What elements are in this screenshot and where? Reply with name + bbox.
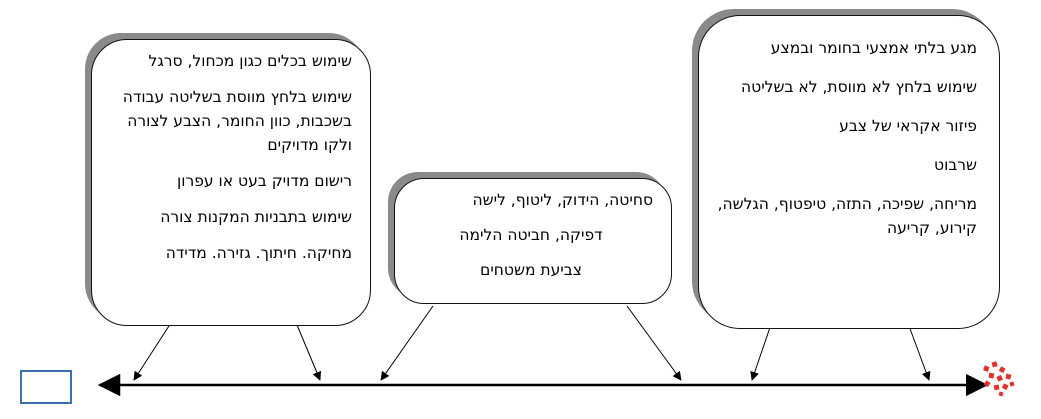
red-squares-logo-icon (983, 361, 1015, 397)
card-mid-item-2: דפיקה, חביטה הלימה (459, 226, 603, 244)
card-left-item-4: שימוש בתבניות המקנות צורה (160, 208, 352, 226)
blue-frame-box (20, 370, 72, 404)
card-right-item-4: שרבוט (934, 156, 977, 174)
card-right-item-5: מריחה, שפיכה, התזה, טיפטוף, הגלשה, קירוע… (717, 195, 977, 237)
card-precise-control: שימוש בכלים כגון מכחול, סרגל שימוש בלחץ … (91, 39, 371, 326)
card-mid-item-3: צביעת משטחים (480, 261, 582, 279)
arrow-mid-2 (626, 305, 682, 381)
card-left-item-5: מחיקה. חיתוך. גזירה. מדידה (165, 244, 352, 262)
card-right-item-2: שימוש בלחץ לא מווסת, לא בשליטה (741, 78, 977, 96)
card-mid-item-1: סחיטה, הידוק, ליטוף, לישה (472, 191, 653, 209)
card-left-item-3: רישום מדויק בעט או עפרון (177, 172, 352, 190)
card-left-item-2: שימוש בלחץ מווסת בשליטה עבודה בשכבות, כו… (122, 88, 352, 154)
card-direct-contact: מגע בלתי אמצעי בחומר ובמצע שימוש בלחץ לא… (698, 15, 1000, 329)
card-intermediate: סחיטה, הידוק, ליטוף, לישה דפיקה, חביטה ה… (394, 178, 672, 304)
arrow-mid-1 (380, 305, 434, 381)
card-right-item-3: פיזור אקראי של צבע (839, 117, 977, 135)
card-left-item-1: שימוש בכלים כגון מכחול, סרגל (148, 52, 352, 70)
card-right-item-1: מגע בלתי אמצעי בחומר ובמצע (770, 39, 977, 57)
